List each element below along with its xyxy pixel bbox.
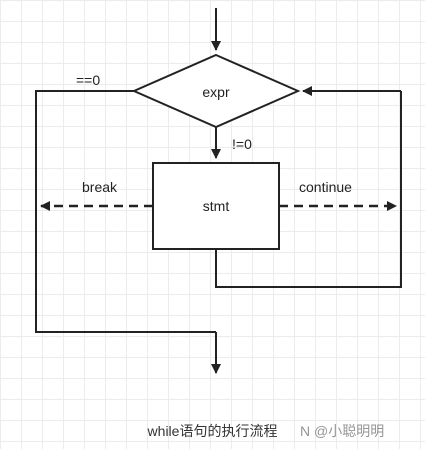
continue-label: continue [299, 179, 352, 195]
caption: while语句的执行流程 [147, 423, 278, 439]
watermark: N @小聪明明 [300, 423, 385, 439]
condition-label: expr [202, 84, 230, 100]
break-label: break [82, 179, 118, 195]
stmt-label: stmt [202, 198, 230, 214]
false-branch-label: ==0 [76, 72, 101, 88]
true-branch-label: !=0 [232, 136, 252, 152]
loop-back-line [215, 91, 402, 288]
false-branch-line [35, 90, 216, 333]
